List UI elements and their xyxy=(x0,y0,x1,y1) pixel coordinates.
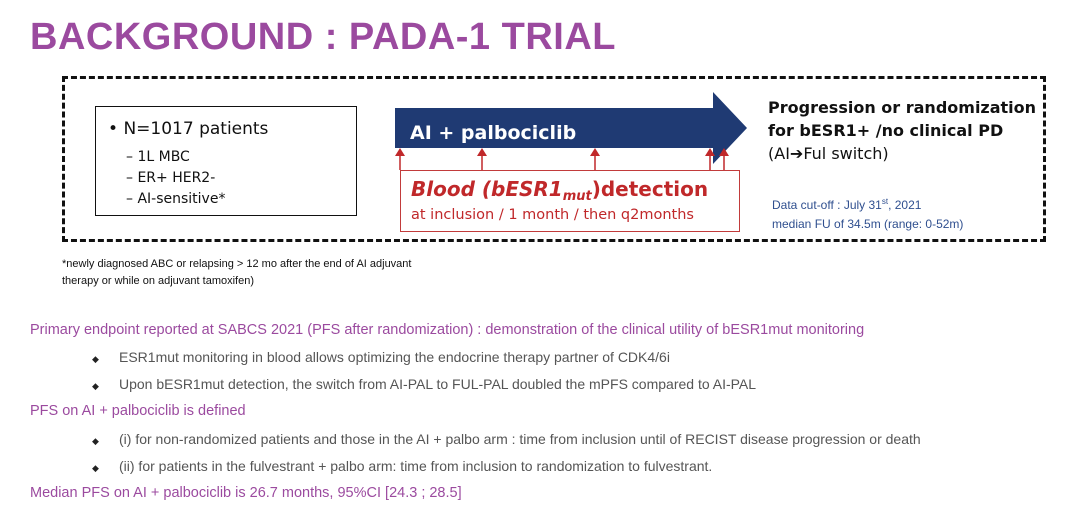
progression-line: for bESR1+ /no clinical PD xyxy=(768,121,1004,140)
criteria-item-text: ER+ HER2- xyxy=(137,170,216,186)
treatment-arrow xyxy=(395,92,747,170)
patient-count: • N=1017 patients xyxy=(108,119,269,139)
sampling-timepoint-markers xyxy=(395,148,729,170)
criteria-item: – 1L MBC xyxy=(126,149,190,165)
timepoint-marker-head xyxy=(477,148,487,156)
switch-note: (AI➔Ful switch) xyxy=(768,144,889,163)
bullet-icon: ◆ xyxy=(92,354,99,364)
footnote: *newly diagnosed ABC or relapsing > 12 m… xyxy=(62,258,412,287)
data-cutoff: Data cut-off : July 31st, 2021 median FU… xyxy=(772,192,963,234)
median-followup: median FU of 34.5m (range: 0-52m) xyxy=(772,217,964,231)
bullet-icon: ◆ xyxy=(92,463,99,473)
progression-line: Progression or randomization xyxy=(768,98,1037,117)
arrow-label: AI + palbociclib xyxy=(410,122,577,144)
criteria-item-text: 1L MBC xyxy=(137,149,190,165)
page-title: BACKGROUND : PADA-1 TRIAL xyxy=(30,16,616,58)
list-item: ◆(ii) for patients in the fulvestrant + … xyxy=(92,458,713,474)
timepoint-marker-head xyxy=(719,148,729,156)
arrow-shape xyxy=(395,92,747,164)
timepoint-marker-head xyxy=(705,148,715,156)
bullet-icon: ◆ xyxy=(92,436,99,446)
criteria-item: – AI-sensitive* xyxy=(126,191,226,207)
pfs-definition-heading: PFS on AI + palbociclib is defined xyxy=(30,403,246,419)
detection-title: Blood (bESR1mut)detection xyxy=(411,177,709,204)
criteria-item-text: AI-sensitive* xyxy=(137,191,226,207)
timepoint-marker-head xyxy=(395,148,405,156)
study-design-frame xyxy=(62,76,1046,242)
primary-endpoint-heading: Primary endpoint reported at SABCS 2021 … xyxy=(30,322,865,338)
patient-count-text: N=1017 patients xyxy=(123,119,269,139)
list-item: ◆(i) for non-randomized patients and tho… xyxy=(92,431,921,447)
timepoint-marker-head xyxy=(590,148,600,156)
list-item: ◆ESR1mut monitoring in blood allows opti… xyxy=(92,349,670,365)
cutoff-date: Data cut-off : July 31st, 2021 xyxy=(772,197,922,212)
criteria-item: – ER+ HER2- xyxy=(126,170,216,186)
median-pfs-statement: Median PFS on AI + palbociclib is 26.7 m… xyxy=(30,485,462,501)
progression-text: Progression or randomization for bESR1+ … xyxy=(768,96,1036,166)
eligibility-box: • N=1017 patients – 1L MBC – ER+ HER2- –… xyxy=(95,106,357,216)
list-item: ◆Upon bESR1mut detection, the switch fro… xyxy=(92,376,757,392)
detection-schedule: at inclusion / 1 month / then q2months xyxy=(411,207,694,223)
bullet-icon: ◆ xyxy=(92,381,99,391)
detection-box: Blood (bESR1mut)detection at inclusion /… xyxy=(400,170,740,232)
